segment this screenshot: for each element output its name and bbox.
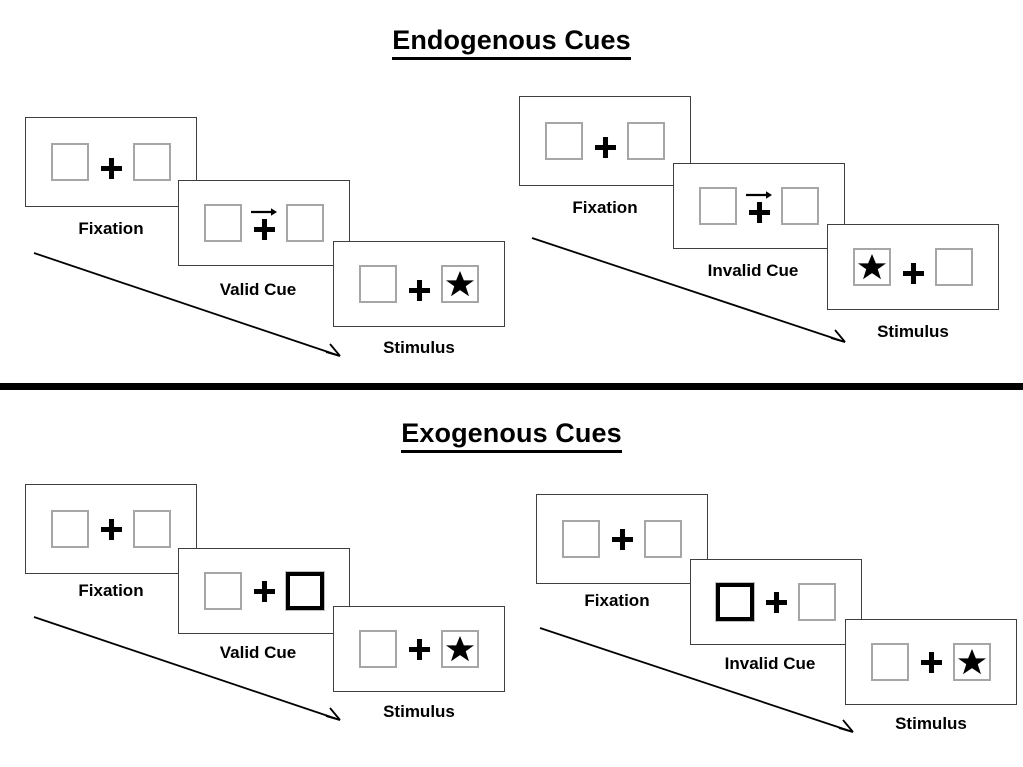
right-box [133, 143, 171, 181]
caption-endogenous-valid-fixation: Fixation [78, 219, 144, 238]
trial-frame-exogenous-valid-cue [178, 548, 350, 634]
right-box [644, 520, 682, 558]
left-box [871, 643, 909, 681]
trial-frame-endogenous-valid-stimulus [333, 241, 505, 327]
left-box [204, 572, 242, 610]
left-box [699, 187, 737, 225]
left-box-cued [715, 582, 755, 622]
right-box [798, 583, 836, 621]
plus-cross-icon [408, 638, 430, 660]
trial-frame-exogenous-invalid-cue [690, 559, 862, 645]
plus-cross-icon [748, 201, 770, 223]
left-box [562, 520, 600, 558]
right-box-with-target [441, 265, 479, 303]
star-icon [958, 649, 986, 675]
trial-frame-exogenous-valid-fixation [25, 484, 197, 574]
trial-frame-endogenous-invalid-stimulus [827, 224, 999, 310]
star-icon [446, 271, 474, 297]
trial-frame-endogenous-invalid-cue [673, 163, 845, 249]
section-title-exogenous-text: Exogenous Cues [401, 418, 622, 453]
right-box [935, 248, 973, 286]
right-box-with-target [953, 643, 991, 681]
fixation-center [242, 580, 286, 602]
plus-cross-icon [100, 518, 122, 540]
caption-exogenous-invalid-cue: Invalid Cue [724, 654, 816, 673]
trial-frame-exogenous-invalid-stimulus [845, 619, 1017, 705]
left-box-with-target [853, 248, 891, 286]
plus-cross-icon [902, 262, 924, 284]
right-box [781, 187, 819, 225]
fixation-center [891, 251, 935, 284]
fixation-center [89, 146, 133, 179]
fixation-center [909, 651, 953, 673]
fixation-center-with-cue [737, 190, 781, 223]
caption-endogenous-valid-cue: Valid Cue [219, 280, 297, 299]
plus-cross-icon [253, 580, 275, 602]
fixation-center [600, 528, 644, 550]
section-title-endogenous-text: Endogenous Cues [392, 25, 631, 60]
star-icon [858, 254, 886, 280]
caption-exogenous-valid-fixation: Fixation [78, 581, 144, 600]
section-title-exogenous: Exogenous Cues [0, 418, 1023, 453]
right-box [286, 204, 324, 242]
caption-endogenous-invalid-cue: Invalid Cue [707, 261, 799, 280]
trial-frame-endogenous-valid-cue [178, 180, 350, 266]
left-box [359, 265, 397, 303]
right-arrow-icon [251, 207, 277, 216]
right-box [133, 510, 171, 548]
star-icon [446, 636, 474, 662]
plus-cross-icon [408, 279, 430, 301]
cue-arrow-placeholder [899, 251, 927, 262]
left-box [51, 143, 89, 181]
trial-frame-endogenous-valid-fixation [25, 117, 197, 207]
caption-endogenous-invalid-fixation: Fixation [572, 198, 638, 217]
plus-cross-icon [594, 136, 616, 158]
fixation-center [397, 268, 441, 301]
caption-endogenous-invalid-stimulus: Stimulus [877, 322, 949, 341]
cue-arrow-placeholder [405, 268, 433, 279]
caption-exogenous-valid-stimulus: Stimulus [383, 702, 455, 721]
fixation-center-with-cue [242, 207, 286, 240]
left-box [204, 204, 242, 242]
caption-exogenous-invalid-fixation: Fixation [584, 591, 650, 610]
left-box [545, 122, 583, 160]
plus-cross-icon [765, 591, 787, 613]
caption-exogenous-valid-cue: Valid Cue [219, 643, 297, 662]
cue-arrow-placeholder [591, 125, 619, 136]
left-box [359, 630, 397, 668]
left-box [51, 510, 89, 548]
fixation-center [754, 591, 798, 613]
caption-exogenous-invalid-stimulus: Stimulus [895, 714, 967, 733]
fixation-center [89, 518, 133, 540]
plus-cross-icon [100, 157, 122, 179]
fixation-center [583, 125, 627, 158]
right-box-with-target [441, 630, 479, 668]
trial-frame-exogenous-invalid-fixation [536, 494, 708, 584]
plus-cross-icon [920, 651, 942, 673]
section-divider [0, 383, 1023, 390]
trial-frame-endogenous-invalid-fixation [519, 96, 691, 186]
caption-endogenous-valid-stimulus: Stimulus [383, 338, 455, 357]
plus-cross-icon [253, 218, 275, 240]
right-box-cued [285, 571, 325, 611]
section-title-endogenous: Endogenous Cues [0, 25, 1023, 60]
right-box [627, 122, 665, 160]
fixation-center [397, 638, 441, 660]
cue-arrow-placeholder [97, 146, 125, 157]
right-arrow-icon [746, 190, 772, 199]
plus-cross-icon [611, 528, 633, 550]
trial-frame-exogenous-valid-stimulus [333, 606, 505, 692]
